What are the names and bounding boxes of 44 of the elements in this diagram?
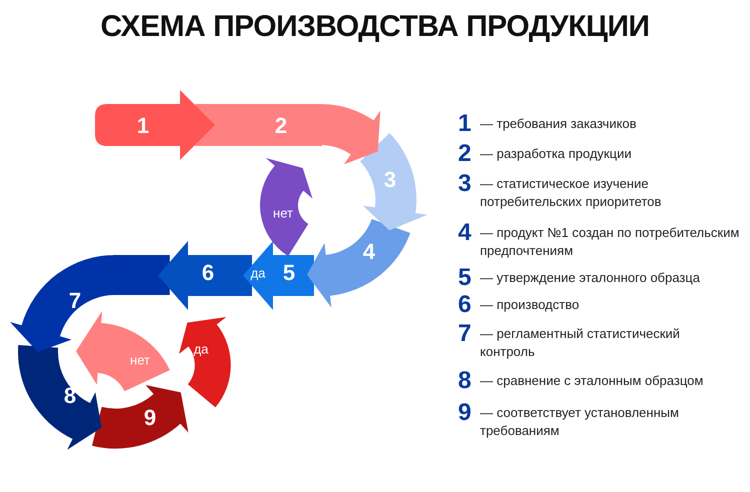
- callout-number: 3: [458, 172, 472, 196]
- legend-description: — разработка продукции: [480, 145, 632, 163]
- step-number: 1: [136, 115, 150, 137]
- curved-arrow-segment: [10, 254, 170, 352]
- diagram-title: СХЕМА ПРОИЗВОДСТВА ПРОДУКЦИИ: [100, 10, 650, 44]
- callout-number: 9: [458, 401, 472, 425]
- arrow-segment: [158, 241, 252, 310]
- callout-number: 2: [458, 142, 472, 166]
- branch-label: да: [194, 342, 208, 356]
- legend-description: — регламентный статистический контроль: [480, 325, 681, 361]
- curved-arrow-segment: [195, 104, 380, 164]
- arrow-segment: [95, 90, 215, 160]
- legend-description: — требования заказчиков: [480, 115, 638, 133]
- curved-arrow-segment: [306, 218, 410, 308]
- step-number: 4: [362, 240, 376, 263]
- callout-number: 7: [458, 322, 472, 346]
- step-number: 6: [202, 262, 214, 284]
- curved-arrow-segment: [76, 311, 170, 392]
- callout-number: 4: [458, 221, 472, 245]
- arrow-segment: [243, 241, 314, 310]
- curved-arrow-segment: [260, 158, 312, 256]
- branch-label: нет: [273, 206, 293, 220]
- step-number: 3: [384, 168, 396, 191]
- callout-number: 5: [458, 266, 472, 290]
- branch-label: нет: [130, 353, 150, 366]
- curved-arrow-segment: [179, 317, 231, 408]
- branch-label: да: [250, 266, 266, 280]
- legend-description: — сравнение с эталонным образцом: [480, 372, 704, 390]
- callout-number: 6: [458, 293, 472, 317]
- curved-arrow-segment: [360, 133, 427, 231]
- step-number: 8: [64, 384, 76, 407]
- curved-arrow-segment: [92, 385, 188, 449]
- step-number: 2: [274, 114, 288, 137]
- step-number: 7: [68, 290, 82, 312]
- legend-description: — соответствует установленным требованиям: [480, 404, 680, 440]
- callout-number: 1: [458, 112, 472, 136]
- legend-description: — статистическое изучение потребительских приоритетов: [480, 175, 662, 211]
- step-number: 9: [144, 406, 156, 429]
- legend-description: — утверждение эталонного образца: [480, 269, 701, 287]
- curved-arrow-segment: [18, 345, 102, 450]
- legend-description: — производство: [480, 296, 580, 314]
- legend-description: — продукт №1 создан по потребительским предпочтениям: [480, 224, 740, 260]
- step-number: 5: [282, 262, 296, 284]
- callout-number: 8: [458, 369, 472, 393]
